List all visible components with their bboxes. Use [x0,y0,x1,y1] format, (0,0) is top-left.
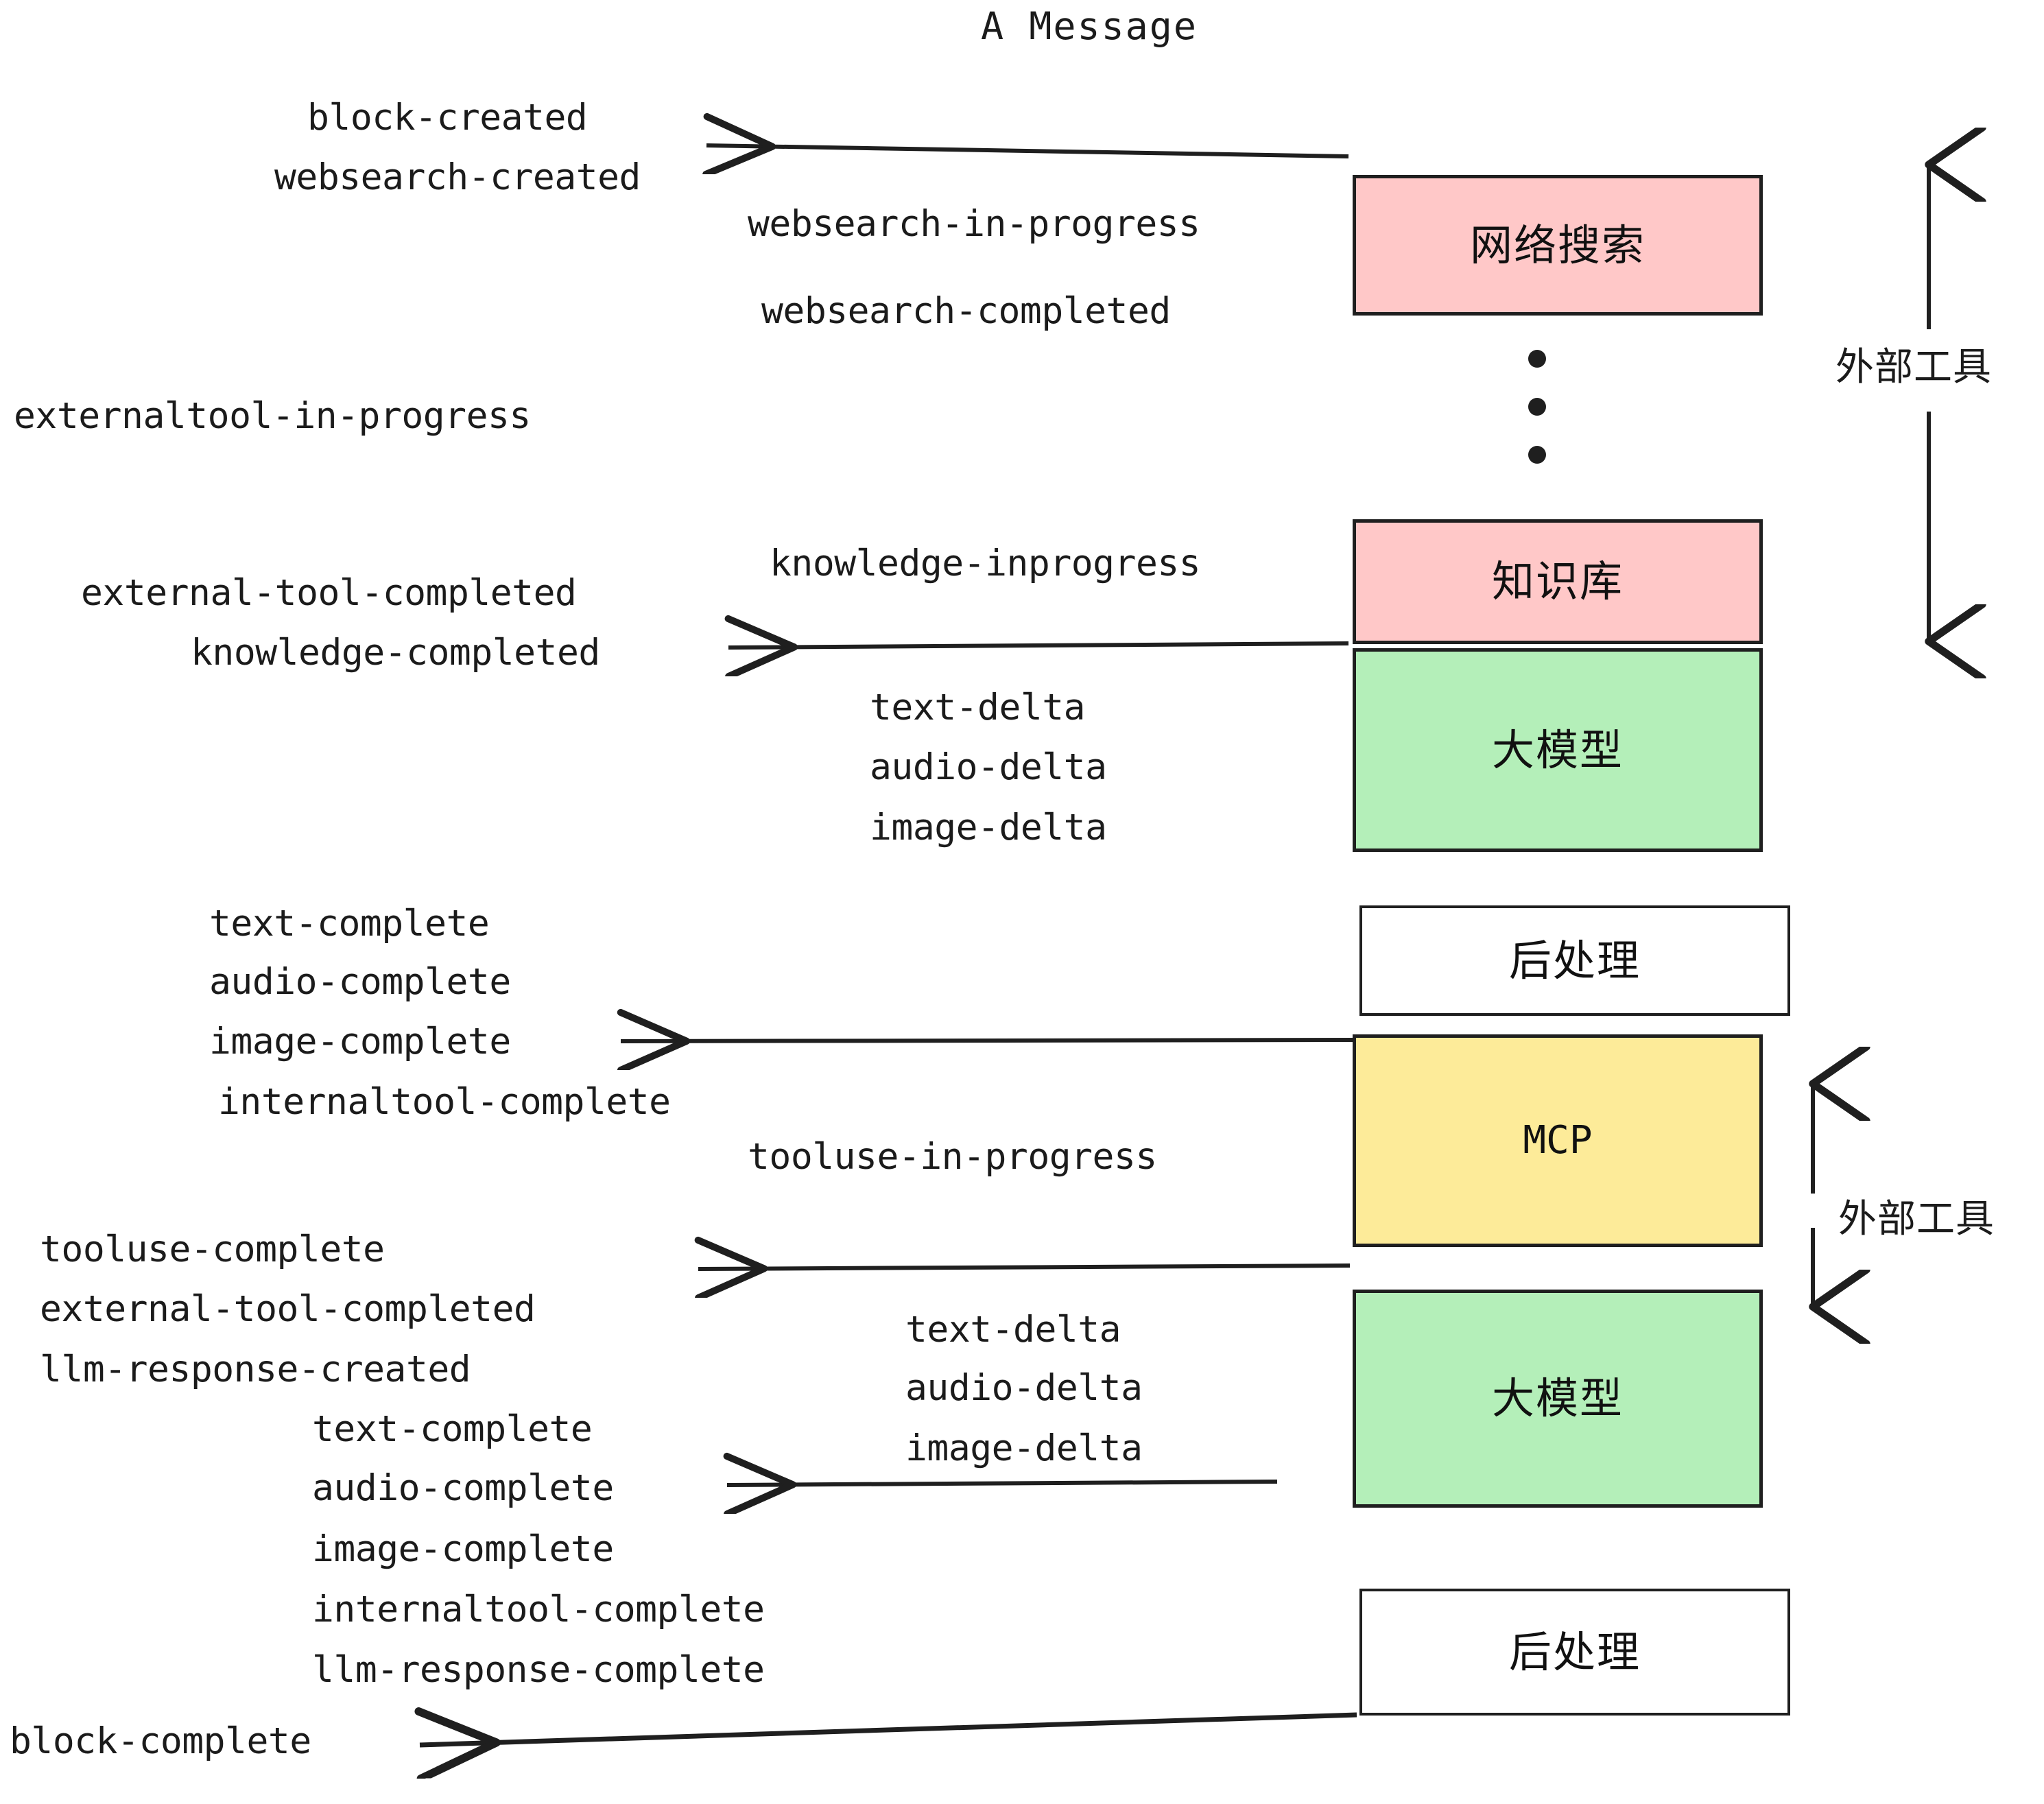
arrow-llm2-to-audio-complete [727,1482,1278,1485]
node-llm-2-label: 大模型 [1491,1373,1624,1423]
side-label-external-tools-bottom: 外部工具 [1838,1197,1995,1242]
event-label-websearch-in-progress: websearch-in-progress [748,203,1200,245]
arrow-postprocess1-to-image-complete [621,1040,1355,1041]
event-label-image-complete-1: image-complete [209,1021,511,1063]
event-label-external-tool-completed-2: external-tool-completed [40,1288,536,1330]
side-label-external-tools-top: 外部工具 [1835,345,1992,390]
event-label-block-complete: block-complete [10,1720,311,1762]
node-postprocess-1-label: 后处理 [1508,935,1641,986]
node-llm-1[interactable]: 大模型 [1353,648,1763,852]
event-label-tooluse-complete: tooluse-complete [40,1229,385,1270]
node-websearch-label: 网络搜索 [1469,219,1645,270]
event-label-image-delta-2: image-delta [905,1427,1143,1469]
event-label-audio-complete-2: audio-complete [312,1467,614,1509]
arrow-postprocess2-to-block-complete [420,1715,1357,1745]
event-label-text-delta-2: text-delta [905,1309,1121,1351]
event-label-block-created: block-created [307,97,588,139]
event-label-tooluse-in-progress: tooluse-in-progress [748,1136,1157,1178]
event-label-externaltool-in-progress: externaltool-in-progress [14,395,531,437]
event-label-llm-response-complete: llm-response-complete [312,1649,765,1691]
event-label-knowledge-inprogress: knowledge-inprogress [770,543,1201,584]
event-label-text-complete-1: text-complete [209,903,490,945]
event-label-image-complete-2: image-complete [312,1528,614,1570]
node-mcp-label: MCP [1523,1118,1593,1163]
node-knowledge[interactable]: 知识库 [1353,519,1763,644]
node-mcp[interactable]: MCP [1353,1034,1763,1247]
arrow-websearch-to-created [706,145,1349,156]
node-knowledge-label: 知识库 [1491,556,1624,606]
event-label-text-delta-1: text-delta [870,687,1086,728]
event-label-llm-response-created: llm-response-created [40,1349,471,1390]
event-label-audio-delta-1: audio-delta [870,746,1107,788]
node-llm-2[interactable]: 大模型 [1353,1290,1763,1508]
node-postprocess-2[interactable]: 后处理 [1359,1589,1790,1716]
arrow-mcp-to-tooluse-complete [698,1266,1351,1269]
node-websearch[interactable]: 网络搜索 [1353,175,1763,316]
event-label-websearch-completed: websearch-completed [761,290,1171,332]
event-label-audio-complete-1: audio-complete [209,961,511,1003]
diagram-title: A Message [981,4,1198,48]
event-label-internaltool-complete-1: internaltool-complete [218,1081,671,1123]
node-llm-1-label: 大模型 [1491,724,1624,775]
event-label-websearch-created: websearch-created [274,156,641,198]
event-label-knowledge-completed: knowledge-completed [191,632,600,674]
event-label-internaltool-complete-2: internaltool-complete [312,1589,765,1630]
arrow-knowledge-to-completed [728,643,1349,648]
event-label-image-delta-1: image-delta [870,807,1107,848]
node-postprocess-2-label: 后处理 [1508,1626,1641,1677]
event-label-text-complete-2: text-complete [312,1408,593,1450]
event-label-external-tool-completed-1: external-tool-completed [81,572,577,614]
node-postprocess-1[interactable]: 后处理 [1359,905,1790,1016]
event-label-audio-delta-2: audio-delta [905,1367,1143,1409]
